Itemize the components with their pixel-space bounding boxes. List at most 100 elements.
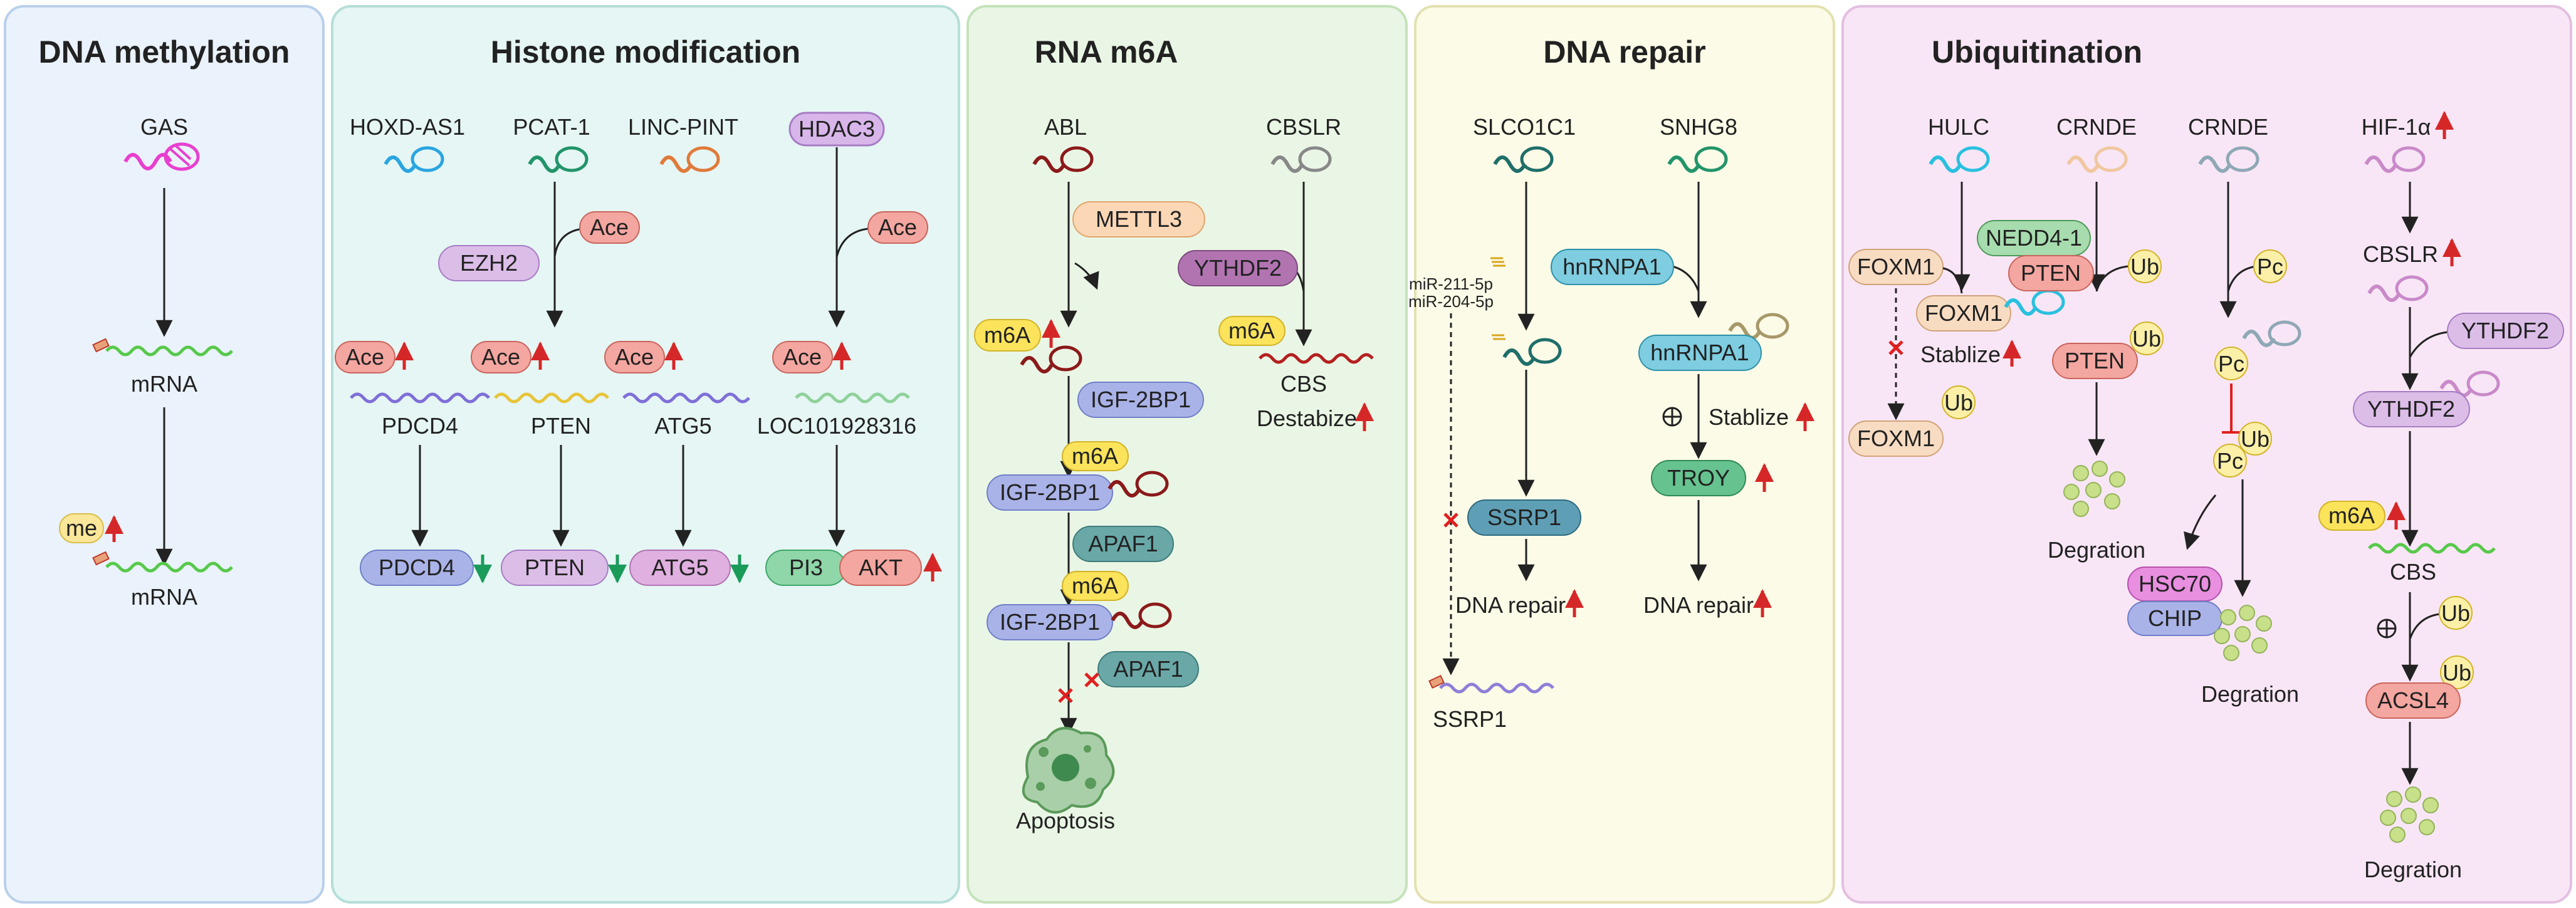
svg-text:FOXM1: FOXM1 <box>1857 254 1935 279</box>
svg-text:m6A: m6A <box>1228 318 1275 343</box>
degration-label: Degration <box>2201 681 2299 707</box>
mirna-icon <box>1490 257 1505 267</box>
target-label: ATG5 <box>654 413 711 439</box>
igf2bp1-pill: IGF-2BP1 <box>987 474 1113 511</box>
mirna-label: miR-204-5p <box>1408 292 1494 311</box>
gene-label: SNHG8 <box>1660 114 1737 140</box>
svg-text:Ub: Ub <box>2132 326 2161 352</box>
svg-text:IGF-2BP1: IGF-2BP1 <box>1000 609 1100 635</box>
rna-squiggle-icon <box>528 146 589 173</box>
hsc70-pill: HSC70 <box>2127 566 2223 602</box>
mrna-strand <box>350 392 490 404</box>
panel-ubiquitination <box>1841 5 2572 904</box>
igf2bp1-pill: IGF-2BP1 <box>1077 382 1204 418</box>
ythdf2-pill: YTHDF2 <box>2447 313 2564 349</box>
cbs-label: CBS <box>2390 559 2436 585</box>
svg-text:AKT: AKT <box>859 555 903 580</box>
panel-title: DNA repair <box>1543 34 1705 70</box>
pten-pill: PTEN <box>2008 255 2094 291</box>
apaf1-pill: APAF1 <box>1072 526 1174 562</box>
mrna-strand <box>494 392 609 404</box>
arrow <box>1074 262 1099 290</box>
block-cross-icon <box>1888 340 1903 355</box>
svg-text:PI3: PI3 <box>789 555 823 580</box>
rna-squiggle-icon <box>1929 146 1990 173</box>
rna-squiggle-icon <box>2364 146 2426 173</box>
svg-text:PTEN: PTEN <box>525 555 585 580</box>
mirna-label: miR-211-5p <box>1409 274 1493 293</box>
arrow <box>1942 267 1963 294</box>
mrna-label: mRNA <box>131 584 197 610</box>
svg-text:m6A: m6A <box>2328 503 2375 528</box>
inhibit-line <box>2222 384 2241 434</box>
m6a-badge: m6A <box>974 319 1060 352</box>
gene-label: GAS <box>140 114 188 140</box>
svg-text:YTHDF2: YTHDF2 <box>1194 255 1282 281</box>
block-cross-icon <box>1058 672 1099 703</box>
ythdf2-pill: YTHDF2 <box>1178 250 1298 286</box>
degradation-dots-icon <box>2063 461 2125 517</box>
nedd4-pill: NEDD4-1 <box>1977 220 2091 256</box>
output-pill: PI3 <box>765 550 847 586</box>
m6a-badge: m6A <box>1062 571 1129 601</box>
svg-text:YTHDF2: YTHDF2 <box>2461 318 2549 343</box>
rna-squiggle-icon <box>2198 146 2259 173</box>
me-badge: me <box>59 513 123 543</box>
arrow <box>2095 265 2128 292</box>
rna-squiggle-icon <box>2242 320 2301 347</box>
hdac3-pill: HDAC3 <box>788 112 885 147</box>
mrna-label: mRNA <box>131 371 197 397</box>
svg-text:m6A: m6A <box>1072 573 1118 598</box>
svg-text:Ace: Ace <box>878 214 917 240</box>
rna-squiggle-icon <box>2439 370 2500 397</box>
arrow <box>2409 331 2448 358</box>
foxm1-pill: FOXM1 <box>1848 249 1944 285</box>
pten-pill: PTEN <box>2052 343 2138 379</box>
rna-squiggle-icon <box>384 146 444 173</box>
svg-text:PDCD4: PDCD4 <box>379 555 455 580</box>
svg-text:FOXM1: FOXM1 <box>1857 425 1935 451</box>
svg-text:ACSL4: ACSL4 <box>2377 687 2449 713</box>
arrow <box>1672 265 1700 292</box>
svg-text:Ub: Ub <box>2241 426 2270 452</box>
svg-text:HSC70: HSC70 <box>2139 571 2211 597</box>
svg-text:HDAC3: HDAC3 <box>798 116 875 142</box>
svg-text:m6A: m6A <box>984 322 1030 348</box>
gene-label: CRNDE <box>2056 114 2137 140</box>
foxm1-pill: FOXM1 <box>1848 420 1944 457</box>
gene-label: CRNDE <box>2188 114 2268 140</box>
gene-label: PCAT-1 <box>513 114 590 140</box>
ace-arrow <box>553 227 584 258</box>
gene-label: HIF-1α <box>2362 114 2431 140</box>
mrna-strand <box>92 338 233 357</box>
svg-text:METTL3: METTL3 <box>1096 206 1182 232</box>
m6a-badge: m6A <box>1062 441 1129 471</box>
rna-squiggle-icon <box>1502 338 1562 366</box>
degration-label: Degration <box>2048 537 2145 563</box>
rna-squiggle-icon <box>2367 275 2429 302</box>
svg-text:Pc: Pc <box>2218 351 2244 377</box>
rna-squiggle-icon <box>1111 602 1172 629</box>
mrna-strand <box>622 392 750 404</box>
svg-text:Pc: Pc <box>2257 254 2283 279</box>
mrna-strand <box>2368 543 2496 554</box>
acsl4-pill: ACSL4 <box>2365 682 2461 719</box>
rna-squiggle-icon <box>1667 146 1728 173</box>
ub-badge: Ub <box>2440 655 2474 689</box>
rna-squiggle-icon <box>1020 345 1082 373</box>
panel-title: DNA methylation <box>39 34 290 70</box>
target-label: PTEN <box>531 413 591 439</box>
svg-text:Ub: Ub <box>2441 600 2470 626</box>
cbslr-label: CBSLR <box>2363 241 2438 267</box>
svg-text:Ub: Ub <box>2130 254 2159 279</box>
ub-badge: Ub <box>2128 249 2162 283</box>
hnrnpa1-pill: hnRNPA1 <box>1551 249 1674 285</box>
svg-text:CHIP: CHIP <box>2148 605 2202 631</box>
svg-text:APAF1: APAF1 <box>1113 656 1183 682</box>
gene-label: HULC <box>1928 114 1989 140</box>
panel-dna-repair <box>1414 5 1835 904</box>
svg-text:Ub: Ub <box>1944 390 1973 415</box>
rna-squiggle-icon <box>123 142 200 171</box>
svg-text:FOXM1: FOXM1 <box>1925 300 2003 326</box>
svg-text:Ace: Ace <box>783 344 822 370</box>
